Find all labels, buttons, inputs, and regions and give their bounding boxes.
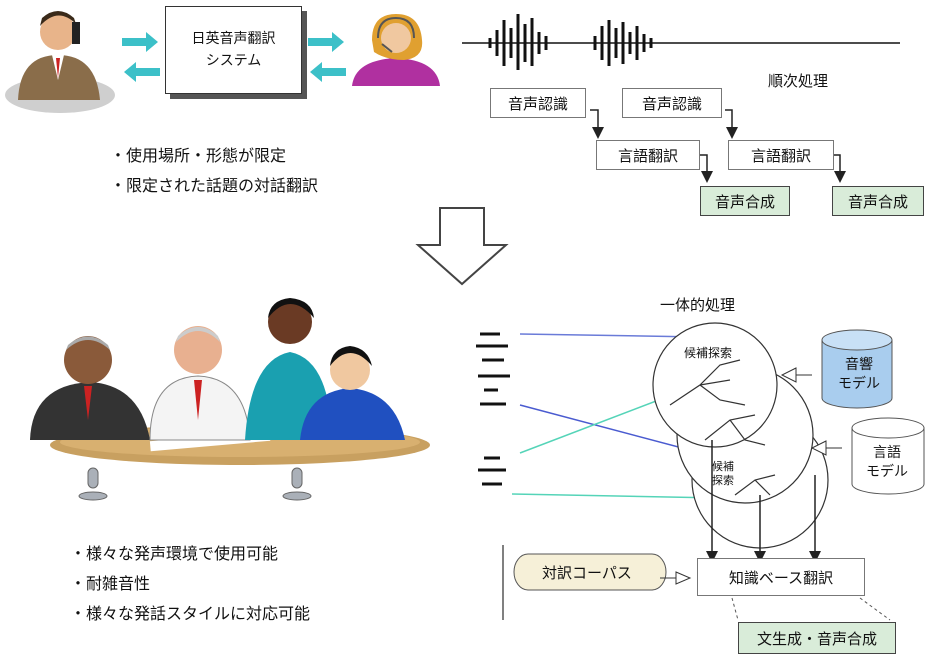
search-to-kb-arrows xyxy=(706,440,821,563)
candidate-search-2-line1: 候補 xyxy=(712,460,734,473)
top-flow-arrows xyxy=(122,32,346,82)
big-down-arrow xyxy=(415,207,509,286)
speech-synthesis-box-2: 音声合成 xyxy=(832,186,924,216)
acoustic-model-line1: 音響 xyxy=(845,357,873,373)
meeting-illustration xyxy=(30,298,430,501)
candidate-search-2-line2: 探索 xyxy=(712,474,734,487)
knowledge-based-translation-box: 知識ベース翻訳 xyxy=(697,558,865,596)
sentence-generation-synthesis-box: 文生成・音声合成 xyxy=(738,622,896,654)
language-model-line2: モデル xyxy=(866,464,908,480)
speech-recognition-box-2: 音声認識 xyxy=(622,88,722,118)
acoustic-model-cylinder xyxy=(821,329,893,409)
language-model-cylinder xyxy=(851,417,925,495)
language-translation-box-1: 言語翻訳 xyxy=(596,140,700,170)
sequential-step-arrows xyxy=(590,109,846,183)
language-model-line1: 言語 xyxy=(873,445,901,461)
candidate-search-label-2: 候補 探索 xyxy=(712,460,734,488)
acoustic-model-line2: モデル xyxy=(838,376,880,392)
speech-waveform xyxy=(462,14,900,70)
system-box-line1: 日英音声翻訳 xyxy=(191,31,276,47)
speech-recognition-box-1: 音声認識 xyxy=(490,88,586,118)
bottom-bullet-1: ・様々な発声環境で使用可能 xyxy=(70,544,279,563)
output-dotted-line xyxy=(859,597,891,621)
headset-woman-illustration xyxy=(352,14,440,86)
model-input-arrows xyxy=(660,367,842,585)
speech-fragments xyxy=(476,332,510,486)
top-bullet-1: ・使用場所・形態が限定 xyxy=(110,146,287,165)
caller-man-illustration xyxy=(5,11,115,113)
acoustic-model-label: 音響 モデル xyxy=(838,356,880,394)
language-model-label: 言語 モデル xyxy=(866,444,908,482)
search-circles xyxy=(652,322,829,549)
parallel-corpus-label: 対訳コーパス xyxy=(542,564,632,582)
integrated-processing-label: 一体的処理 xyxy=(660,296,736,314)
output-dotted-line-left xyxy=(731,597,739,621)
candidate-search-label: 候補探索 xyxy=(684,346,733,360)
speech-synthesis-box-1: 音声合成 xyxy=(700,186,790,216)
language-translation-box-2: 言語翻訳 xyxy=(728,140,834,170)
corpus-cylinder xyxy=(513,553,667,591)
bottom-bullet-3: ・様々な発話スタイルに対応可能 xyxy=(70,604,311,623)
top-bullet-2: ・限定された話題の対話翻訳 xyxy=(110,176,319,195)
bottom-bullet-2: ・耐雑音性 xyxy=(70,574,151,593)
system-box-line2: システム xyxy=(205,53,262,69)
sequential-processing-label: 順次処理 xyxy=(768,72,829,90)
translation-system-box: 日英音声翻訳 システム xyxy=(165,6,302,94)
